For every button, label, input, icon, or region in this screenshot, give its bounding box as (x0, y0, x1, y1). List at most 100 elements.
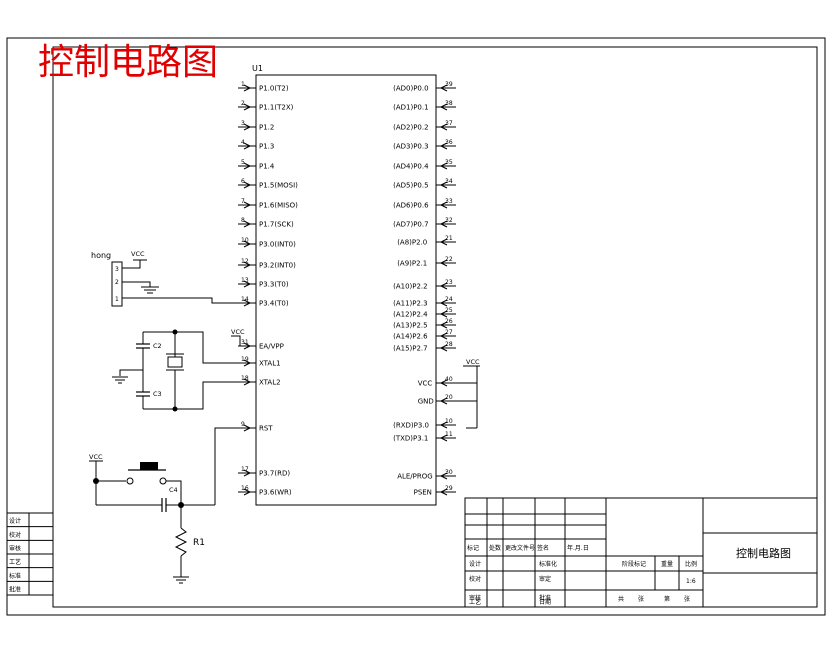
pin-arrow (243, 280, 252, 288)
crystal (167, 356, 183, 368)
mcu-pin-label: XTAL2 (259, 379, 281, 387)
mcu-pin-number: 40 (445, 376, 453, 383)
mcu-pin-number: 30 (445, 469, 453, 476)
mcu-pin-label: P1.3 (259, 143, 274, 151)
reset-button (140, 462, 158, 470)
mcu-pin-number: 19 (241, 356, 249, 363)
mcu-pin-label: P1.1(T2X) (259, 104, 294, 112)
junction-dot (172, 406, 178, 412)
connector-gnd-wire (122, 281, 151, 287)
revision-row-label: 校对 (9, 531, 21, 539)
pin-arrow (243, 201, 252, 209)
mcu-pin-label: (AD1)P0.1 (393, 104, 428, 112)
title-block-row-label: 工艺 (469, 598, 481, 606)
revision-row-label: 工艺 (9, 558, 21, 566)
pin-arrow (439, 434, 448, 442)
mcu-pin-label: P3.4(T0) (259, 300, 289, 308)
mcu-pin-number: 37 (445, 120, 453, 127)
mcu-pin-label: (A11)P2.3 (393, 300, 428, 308)
title-block: 控制电路图 阶段标记 重量 比例 1:6 共 张 第 张 标记处数更改文件号签名… (464, 497, 818, 608)
mcu-pin-number: 7 (241, 198, 245, 205)
mcu-pin-number: 31 (241, 339, 249, 346)
connector-pin-2: 2 (115, 279, 119, 286)
mcu-pin-label: (AD5)P0.5 (393, 182, 428, 190)
scale-value: 1:6 (686, 578, 696, 585)
drawing-title: 控制电路图 (38, 42, 218, 83)
junction-dot (172, 329, 178, 335)
mcu-pin-number: 26 (445, 318, 453, 325)
mcu-pin-label: (A13)P2.5 (393, 322, 428, 330)
mcu-pin-number: 22 (445, 256, 453, 263)
pin-arrow (243, 123, 252, 131)
mcu-pin-label: XTAL1 (259, 360, 281, 368)
pin-arrow (439, 299, 448, 307)
right-vcc-label: VCC (466, 358, 480, 366)
ea-vcc-wire (231, 335, 246, 347)
pin-arrow (243, 142, 252, 150)
sheet-total-label: 共 (618, 595, 624, 603)
pin-arrow (439, 142, 448, 150)
title-block-row-label: 校对 (469, 575, 481, 583)
pin-arrow (243, 261, 252, 269)
mcu-pin-label: (A8)P2.0 (397, 239, 427, 247)
oscillator-network: C2 C3 (112, 329, 246, 412)
mcu-right-pins: 39(AD0)P0.038(AD1)P0.137(AD2)P0.236(AD3)… (393, 81, 456, 497)
title-block-drawing-title: 控制电路图 (736, 546, 791, 560)
mcu-pin-number: 8 (241, 217, 245, 224)
revision-row-label: 设计 (9, 517, 21, 525)
mcu-pin-label: GND (418, 398, 434, 406)
mcu-pin-number: 20 (445, 394, 453, 401)
mcu-pin-label: EA/VPP (259, 343, 284, 351)
mcu-pin-label: RST (259, 425, 273, 433)
mcu-pin-label: VCC (418, 380, 433, 388)
pin-arrow (243, 220, 252, 228)
pin-arrow (243, 162, 252, 170)
outer-frame (6, 37, 826, 616)
title-block-row-label: 审核 (469, 594, 481, 602)
mcu-pin-label: P1.0(T2) (259, 85, 289, 93)
mcu-pin-label: P1.2 (259, 124, 274, 132)
pin-arrow (243, 181, 252, 189)
pin-arrow (439, 162, 448, 170)
mcu-pin-number: 5 (241, 159, 245, 166)
c2-label: C2 (153, 342, 162, 350)
mcu-pin-number: 39 (445, 81, 453, 88)
mcu-pin-label: (TXD)P3.1 (393, 435, 428, 443)
mcu-pin-number: 32 (445, 217, 453, 224)
pin-arrow (439, 238, 448, 246)
mcu-pin-label: P1.7(SCK) (259, 221, 294, 229)
mcu-pin-label: P3.7(RD) (259, 470, 290, 478)
pin-arrow (439, 259, 448, 267)
connector-pin-1: 1 (115, 296, 119, 303)
title-block-header: 年.月.日 (567, 544, 589, 552)
ea-vcc-net: VCC (231, 328, 246, 347)
mcu-pin-label: P3.3(T0) (259, 281, 289, 289)
connector-vcc-wire (122, 259, 147, 269)
mcu-pin-number: 2 (241, 100, 245, 107)
mcu-ref: U1 (252, 64, 263, 73)
mcu-pin-number: 28 (445, 341, 453, 348)
mcu-pin-label: P1.6(MISO) (259, 202, 298, 210)
title-block-header: 签名 (537, 544, 549, 552)
pin-arrow (439, 310, 448, 318)
mcu-pin-number: 29 (445, 485, 453, 492)
mcu-pin-number: 17 (241, 466, 249, 473)
connector-name: hong (91, 251, 111, 260)
pin-arrow (243, 103, 252, 111)
weight-header: 重量 (661, 560, 673, 568)
mcu-pin-number: 14 (241, 296, 249, 303)
title-block-header: 更改文件号 (505, 544, 535, 552)
title-block-header: 处数 (489, 544, 501, 552)
c4-label: C4 (169, 486, 178, 494)
pin-arrow (439, 103, 448, 111)
c3-label: C3 (153, 390, 162, 398)
title-block-row-label: 设计 (469, 560, 481, 568)
pin-arrow (243, 342, 252, 350)
pin-arrow (243, 488, 252, 496)
switch-out-wire (166, 480, 182, 505)
stage-header: 阶段标记 (622, 560, 646, 568)
